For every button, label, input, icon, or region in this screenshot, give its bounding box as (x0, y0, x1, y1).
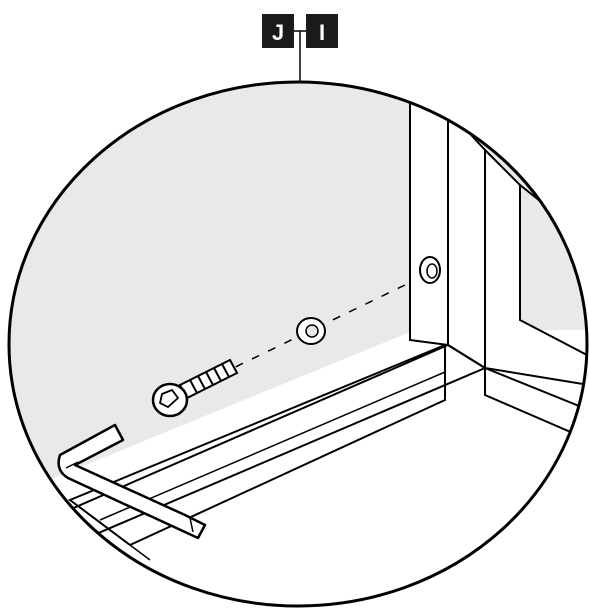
side-panel-face (448, 110, 485, 368)
part-label-i: I (319, 20, 325, 45)
screw-hole-icon (420, 257, 440, 283)
part-labels: J I (262, 14, 338, 84)
washer-icon (297, 318, 325, 344)
side-panel (410, 82, 448, 345)
part-label-j: J (272, 20, 284, 45)
